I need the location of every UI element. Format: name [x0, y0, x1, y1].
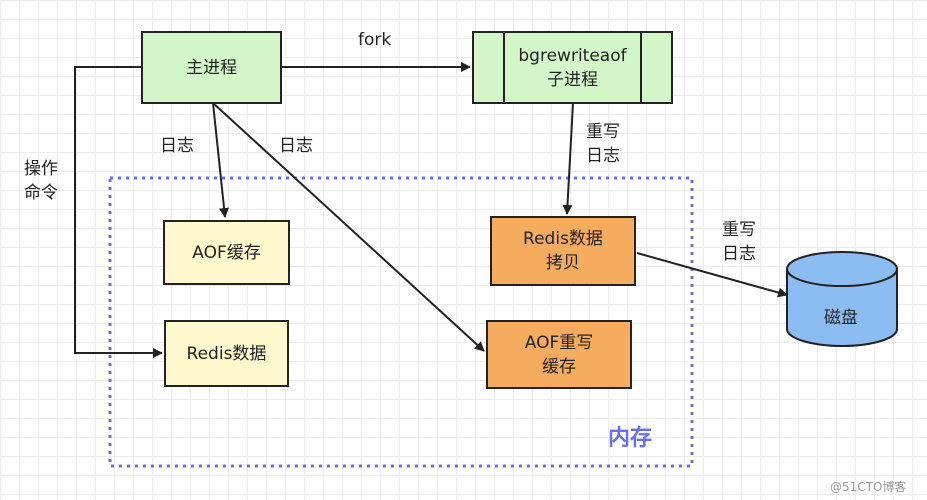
- main-process-node: 主进程: [141, 31, 282, 104]
- memory-label: 内存: [608, 426, 653, 451]
- disk-label: 磁盘: [824, 308, 858, 328]
- memory-region: [108, 176, 694, 468]
- disk-cylinder: [786, 251, 898, 347]
- redis-copy-node: Redis数据 拷贝: [490, 216, 636, 286]
- log-label-right: 日志: [279, 136, 313, 156]
- log-label-left: 日志: [160, 136, 194, 156]
- rewrite-log-label-disk: 重写 日志: [722, 220, 756, 264]
- log-arrow-aof-rewrite-buffer: [212, 102, 485, 352]
- aof-buffer-node: AOF缓存: [163, 220, 290, 285]
- rewrite-arrow-disk: [636, 252, 788, 298]
- child-process-right-bar: [640, 31, 642, 104]
- redis-data-node: Redis数据: [164, 320, 289, 387]
- child-process-label: bgrewriteaof 子进程: [518, 45, 627, 90]
- rewrite-log-label-top: 重写 日志: [586, 122, 620, 166]
- operation-command-arrow: [74, 66, 163, 358]
- fork-label: fork: [358, 30, 392, 50]
- rewrite-arrow-redis-copy: [562, 102, 574, 215]
- watermark: @51CTO博客: [830, 480, 907, 494]
- child-process-left-bar: [503, 31, 505, 104]
- child-process-node: bgrewriteaof 子进程: [472, 31, 673, 104]
- log-arrow-aof-buffer: [212, 102, 230, 218]
- aof-rewrite-buffer-node: AOF重写 缓存: [486, 320, 632, 389]
- operation-command-label: 操作 命令: [24, 159, 58, 203]
